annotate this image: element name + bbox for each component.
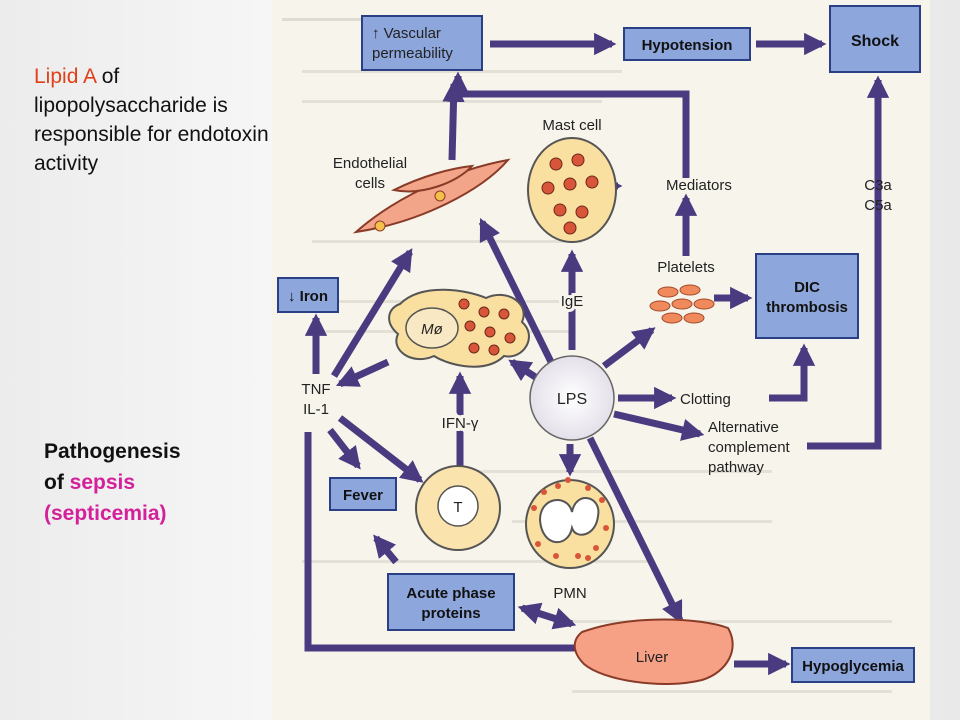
- tnf-label: TNF: [301, 381, 330, 398]
- sepsis-pathogenesis-diagram: ↑ Vascular permeability Hypotension Shoc…: [272, 0, 930, 720]
- macrophage: Mø: [388, 288, 530, 368]
- platelets-label: Platelets: [657, 259, 715, 276]
- t-cell: T: [415, 465, 501, 551]
- il1-label: IL-1: [303, 401, 329, 418]
- iron-label: ↓ Iron: [288, 288, 328, 305]
- arrow-lps-to-complement: [613, 410, 705, 441]
- hypoglycemia-label: Hypoglycemia: [802, 658, 904, 675]
- liver-label: Liver: [636, 649, 669, 666]
- dic-line2: thrombosis: [766, 299, 848, 316]
- ige-label: IgE: [561, 293, 584, 310]
- box-vascular-permeability: ↑ Vascular permeability: [361, 15, 483, 71]
- alt-line2: complement: [708, 439, 791, 456]
- endothelial-line2: cells: [355, 175, 385, 192]
- mast-cell: Mast cell: [527, 117, 617, 243]
- dic-line1: DIC: [794, 279, 820, 296]
- pathogenesis-of-sepsis: of sepsis: [44, 467, 274, 498]
- clotting-label: Clotting: [680, 391, 731, 408]
- macrophage-label: Mø: [421, 321, 443, 338]
- box-iron: ↓ Iron: [277, 277, 339, 313]
- box-acute-phase-proteins: Acute phase proteins: [387, 573, 515, 631]
- arrow-lps-to-endothelial: [478, 217, 558, 370]
- acute-line2: proteins: [421, 605, 480, 622]
- box-dic-thrombosis: DIC thrombosis: [755, 253, 859, 339]
- pathogenesis-word: Pathogenesis: [44, 440, 181, 463]
- mediators-label: Mediators: [666, 177, 732, 194]
- free-labels: Mediators C3a C5a IgE TNF IL-1 IFN-γ Clo…: [301, 177, 892, 476]
- alt-line1: Alternative: [708, 419, 779, 436]
- lipid-a-description: of lipopolysaccharide is responsible for…: [34, 65, 269, 175]
- acute-line1: Acute phase: [406, 585, 495, 602]
- arrow-liver-acutephase: [517, 602, 577, 630]
- c5a-label: C5a: [864, 197, 892, 214]
- arrow-macrophage-to-tnf: [335, 358, 390, 388]
- arrow-tnf-to-tcell: [337, 415, 424, 483]
- septicemia-word: (septicemia): [44, 502, 167, 525]
- vascular-line2: permeability: [372, 45, 453, 62]
- platelets: Platelets: [649, 259, 715, 324]
- shock-label: Shock: [851, 33, 899, 50]
- arrow-endothelial-to-vascular: [442, 79, 465, 161]
- lps-label: LPS: [557, 391, 587, 408]
- arrow-tnf-to-fever: [327, 427, 361, 470]
- arrow-acutephase-to-fever: [373, 534, 399, 565]
- pmn-cell: PMN: [525, 477, 615, 602]
- pathway-arrows: [304, 32, 890, 676]
- fever-label: Fever: [343, 487, 383, 504]
- liver: Liver: [573, 618, 734, 685]
- lipid-a-term: Lipid A: [34, 65, 96, 88]
- arrow-lps-to-liver: [586, 436, 684, 625]
- box-fever: Fever: [329, 477, 397, 511]
- t-cell-label: T: [453, 499, 462, 516]
- arrow-tnf-to-liver: [304, 432, 627, 660]
- sepsis-word: sepsis: [69, 471, 136, 494]
- arrow-complement-to-shock: [807, 75, 890, 450]
- ifn-gamma-label: IFN-γ: [442, 415, 479, 432]
- alt-line3: pathway: [708, 459, 764, 476]
- endothelial-line1: Endothelial: [333, 155, 407, 172]
- c3a-label: C3a: [864, 177, 892, 194]
- lipid-a-caption: Lipid A of lipopolysaccharide is respons…: [34, 62, 274, 178]
- box-hypoglycemia: Hypoglycemia: [791, 647, 915, 683]
- mast-cell-label: Mast cell: [542, 117, 601, 134]
- box-hypotension: Hypotension: [623, 27, 751, 61]
- arrow-lps-to-platelets: [601, 327, 656, 369]
- box-shock: Shock: [829, 5, 921, 73]
- hypotension-label: Hypotension: [642, 37, 733, 54]
- arrow-tnf-to-endothelial: [331, 248, 413, 378]
- pmn-label: PMN: [553, 585, 586, 602]
- of-word: of: [44, 471, 70, 494]
- vascular-line1: ↑ Vascular: [372, 25, 441, 42]
- endothelial-cells: Endothelial cells: [333, 155, 511, 234]
- arrow-clotting-to-dic: [769, 343, 816, 402]
- lps-node: LPS: [529, 355, 615, 441]
- pathogenesis-caption: Pathogenesis of sepsis (septicemia): [44, 436, 274, 529]
